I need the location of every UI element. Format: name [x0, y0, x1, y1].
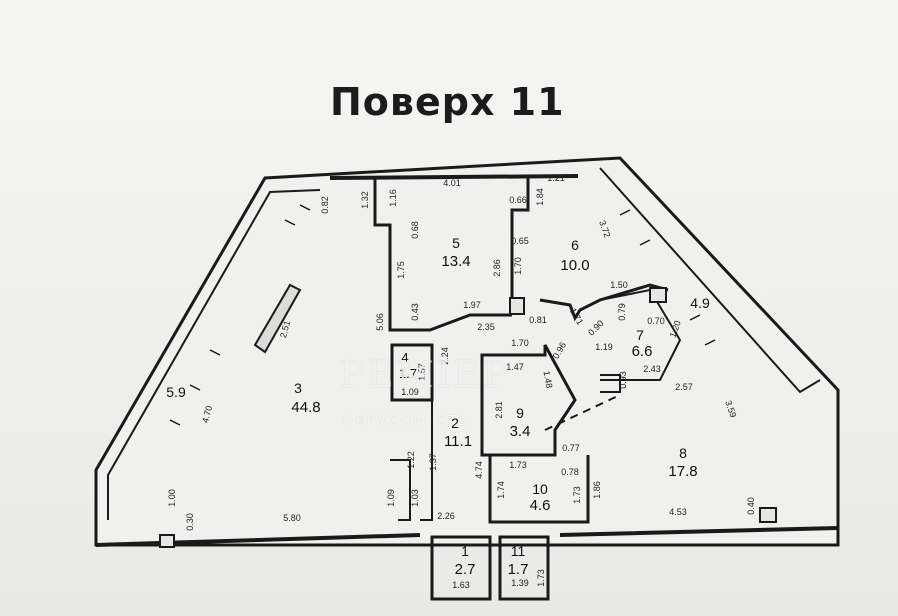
dim: 1.48 — [542, 370, 555, 389]
dim: 1.37 — [428, 453, 438, 471]
dim: 1.22 — [406, 451, 416, 469]
dim: 1.21 — [547, 173, 565, 183]
dim: 1.86 — [592, 481, 602, 499]
bottom-wall — [95, 526, 839, 547]
dim: 4.01 — [443, 178, 461, 188]
dim: 0.40 — [746, 497, 756, 515]
dim: 0.81 — [529, 315, 547, 325]
dim: 2.26 — [437, 511, 455, 521]
wall-room6 — [510, 178, 530, 315]
dim: 0.30 — [185, 513, 195, 531]
dim: 0.68 — [410, 221, 420, 239]
dim: 0.82 — [320, 196, 330, 214]
dim: 0.70 — [647, 316, 665, 326]
wall-room1 — [430, 535, 492, 601]
room-5-area: 13.4 — [441, 253, 470, 270]
dim: 1.47 — [506, 362, 524, 372]
dim: 1.09 — [386, 489, 396, 507]
dim: 1.70 — [511, 338, 529, 348]
dim: 4.70 — [200, 404, 214, 424]
dim: 2.24 — [440, 347, 450, 365]
dim: 1.75 — [396, 261, 406, 279]
dim: 4.74 — [474, 461, 484, 479]
dim: 0.65 — [511, 236, 529, 246]
dim: 1.00 — [167, 489, 177, 507]
room-11-number: 11 — [511, 543, 526, 559]
dim: 1.74 — [496, 481, 506, 499]
outer-wall — [94, 156, 840, 547]
dim: 5.80 — [283, 513, 301, 523]
wall-room4 — [390, 343, 434, 402]
dim: 1.16 — [388, 189, 398, 207]
room-3-area: 44.8 — [291, 399, 320, 416]
dim: 1.57 — [417, 363, 427, 381]
dim: 2.51 — [278, 319, 292, 339]
room-9-area: 3.4 — [510, 423, 531, 440]
dim: 0.78 — [561, 467, 579, 477]
wall-room3-right — [390, 459, 411, 521]
dim: 1.63 — [452, 580, 470, 590]
dim: 1.73 — [536, 569, 546, 587]
room-8-number: 8 — [679, 445, 687, 461]
room-1-area: 2.7 — [455, 561, 476, 578]
dim: 2.43 — [643, 364, 661, 374]
dim: 1.73 — [509, 460, 527, 470]
wall-room9 — [480, 344, 577, 457]
floor-title: Поверх 11 — [330, 80, 565, 124]
dim: 0.43 — [410, 303, 420, 321]
wall-room11 — [498, 535, 550, 601]
room-3-number: 3 — [294, 380, 302, 396]
room-1-number: 1 — [461, 543, 469, 559]
dim: 0.93 — [618, 371, 628, 389]
wall-room10 — [488, 455, 590, 524]
dim: 2.81 — [494, 401, 504, 419]
dim: 0.79 — [617, 303, 627, 321]
room-7-area: 6.6 — [632, 343, 653, 360]
dim: 1.73 — [572, 486, 582, 504]
watermark-brand: РЕМІЕР — [340, 355, 511, 396]
room-6-number: 6 — [571, 237, 579, 253]
room-5-number: 5 — [452, 235, 460, 251]
top-wall — [329, 174, 579, 180]
dim: 1.39 — [511, 578, 529, 588]
balcony-right-area: 4.9 — [690, 295, 710, 311]
wall-room2 — [420, 400, 433, 521]
dim: 5.06 — [375, 313, 385, 331]
room-6-area: 10.0 — [560, 257, 589, 274]
dim: 1.84 — [535, 188, 545, 206]
wall-room5 — [373, 178, 512, 332]
room-11-area: 1.7 — [508, 561, 529, 578]
dim: 1.70 — [513, 257, 523, 275]
wall-room6-right — [539, 283, 669, 322]
room-8-area: 17.8 — [668, 463, 697, 480]
room-2-number: 2 — [451, 415, 459, 431]
room-9-number: 9 — [516, 405, 524, 421]
dim: 1.97 — [463, 300, 481, 310]
dim: 2.86 — [492, 259, 502, 277]
room-4-area: 1.7 — [399, 366, 417, 381]
dim: 2.57 — [675, 382, 693, 392]
right-balcony-wall — [599, 167, 821, 394]
dim: 2.35 — [477, 322, 495, 332]
dim: 1.03 — [410, 489, 420, 507]
dim: 0.77 — [562, 443, 580, 453]
dim: 1.19 — [595, 342, 613, 352]
dim: 4.53 — [669, 507, 687, 517]
dim: 0.66 — [509, 195, 527, 205]
watermark-subtitle: НЕРУХОМІСТЬ — [343, 414, 470, 429]
room-2-area: 11.1 — [444, 433, 472, 450]
balcony-left-area: 5.9 — [166, 384, 186, 400]
wall-room7 — [599, 288, 682, 381]
dim: 1.32 — [360, 191, 370, 209]
room-7-number: 7 — [636, 327, 644, 343]
room-10-area: 4.6 — [530, 497, 551, 514]
room-10-number: 10 — [532, 481, 548, 497]
dim: 1.09 — [401, 387, 419, 397]
dim: 1.50 — [610, 280, 628, 290]
left-balcony-wall — [107, 189, 321, 520]
room-4-number: 4 — [401, 350, 408, 365]
